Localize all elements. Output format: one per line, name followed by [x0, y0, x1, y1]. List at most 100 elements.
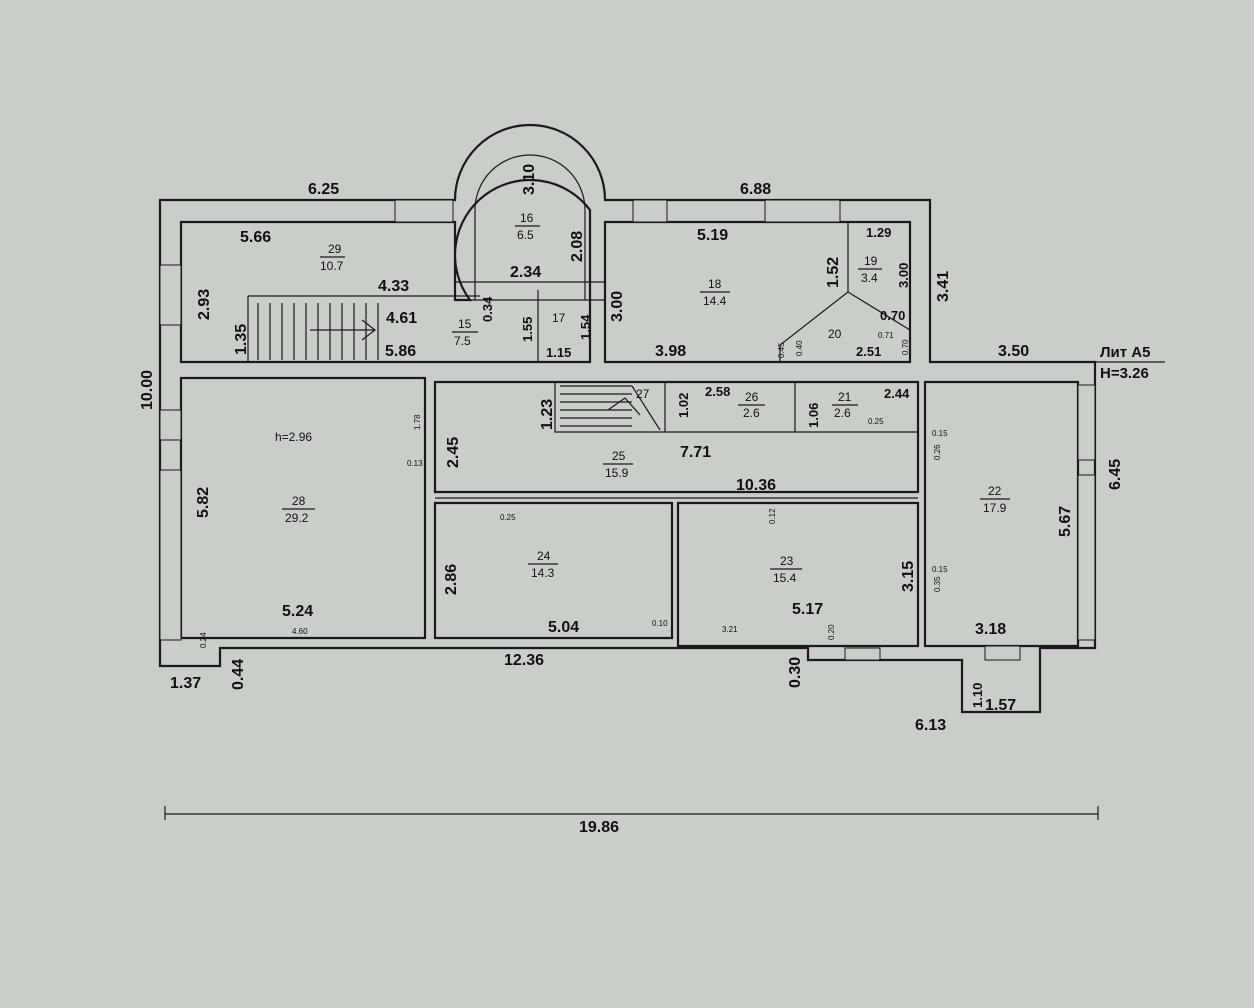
- dim-1-57: 1.57: [985, 697, 1016, 714]
- small-0-13: 0.13: [407, 459, 423, 468]
- ceiling-28: h=2.96: [275, 430, 312, 444]
- dim-3-50: 3.50: [998, 343, 1029, 360]
- dim-2-34: 2.34: [510, 264, 541, 281]
- room-16-num: 16: [520, 211, 534, 225]
- dim-5-66: 5.66: [240, 229, 271, 246]
- dim-1-06: 1.06: [806, 403, 821, 428]
- small-0-25-b: 0.25: [868, 417, 884, 426]
- small-4-60: 4.60: [292, 627, 308, 636]
- dim-4-61: 4.61: [386, 310, 417, 327]
- room-23-num: 23: [780, 554, 794, 568]
- dim-1-10: 1.10: [970, 683, 985, 708]
- vertical-dimension-labels: 3.10 2.08 1.52 3.00 2.93 3.00 3.41 1.35 …: [139, 164, 1124, 708]
- dimension-labels: 6.25 6.88 5.66 5.19 1.29 4.33 2.34 4.61 …: [170, 181, 1029, 734]
- room-28-num: 28: [292, 494, 306, 508]
- dim-6-25: 6.25: [308, 181, 339, 198]
- dim-2-93: 2.93: [196, 289, 213, 320]
- dim-1-37: 1.37: [170, 675, 201, 692]
- room-24-num: 24: [537, 549, 551, 563]
- small-1-78: 1.78: [413, 414, 422, 430]
- room-15-area: 7.5: [454, 334, 471, 348]
- dim-5-24: 5.24: [282, 603, 313, 620]
- dim-2-45: 2.45: [445, 437, 462, 468]
- room-24-area: 14.3: [531, 566, 555, 580]
- small-0-26: 0.26: [933, 444, 942, 460]
- windows: [159, 199, 1096, 661]
- dim-3-98: 3.98: [655, 343, 686, 360]
- dim-1-55: 1.55: [520, 317, 535, 342]
- dim-1-15: 1.15: [546, 345, 571, 360]
- room-25-num: 25: [612, 449, 626, 463]
- dim-6-45: 6.45: [1107, 459, 1124, 490]
- room-18-area: 14.4: [703, 294, 727, 308]
- small-0-71: 0.71: [878, 331, 894, 340]
- dim-0-30: 0.30: [787, 657, 804, 688]
- room-26-num: 26: [745, 390, 759, 404]
- dim-2-86: 2.86: [443, 564, 460, 595]
- overall-width-label: 19.86: [579, 819, 619, 836]
- dim-2-51: 2.51: [856, 344, 881, 359]
- room-28-area: 29.2: [285, 511, 309, 525]
- small-0-40: 0.40: [795, 340, 804, 356]
- small-0-15-b: 0.15: [932, 565, 948, 574]
- height-label: H=3.26: [1100, 365, 1149, 382]
- partitions: [247, 222, 918, 499]
- overall-dimension: 19.86: [164, 806, 1099, 836]
- dim-6-88: 6.88: [740, 181, 771, 198]
- small-0-10: 0.10: [652, 619, 668, 628]
- small-0-35: 0.35: [933, 576, 942, 592]
- dim-7-71: 7.71: [680, 444, 711, 461]
- small-0-45: 0.45: [777, 342, 786, 358]
- small-3-21: 3.21: [722, 625, 738, 634]
- room-29-num: 29: [328, 242, 342, 256]
- dim-1-54: 1.54: [578, 314, 593, 340]
- dim-0-44: 0.44: [230, 659, 247, 690]
- small-0-70: 0.70: [901, 339, 910, 355]
- dim-2-58: 2.58: [705, 384, 730, 399]
- small-0-20: 0.20: [827, 624, 836, 640]
- room-17-num: 17: [552, 311, 566, 325]
- room-27-num: 27: [636, 387, 650, 401]
- dim-5-82: 5.82: [195, 487, 212, 518]
- room-21-num: 21: [838, 390, 852, 404]
- small-0-24: 0.24: [199, 632, 208, 648]
- dim-5-86: 5.86: [385, 343, 416, 360]
- room-15-num: 15: [458, 317, 472, 331]
- dim-5-17: 5.17: [792, 601, 823, 618]
- dim-2-44: 2.44: [884, 386, 910, 401]
- small-0-12: 0.12: [768, 508, 777, 524]
- dim-1-23: 1.23: [539, 399, 556, 430]
- small-annotations: 1.78 0.13 4.60 0.24 0.10 3.21 0.20 0.15 …: [199, 331, 948, 648]
- dim-2-08: 2.08: [569, 231, 586, 262]
- room-29-area: 10.7: [320, 259, 344, 273]
- small-0-15-a: 0.15: [932, 429, 948, 438]
- stairs-lower: [560, 385, 661, 431]
- dim-1-29: 1.29: [866, 225, 891, 240]
- dim-1-52: 1.52: [825, 257, 842, 288]
- room-20-num: 20: [828, 327, 842, 341]
- dim-5-67: 5.67: [1057, 506, 1074, 537]
- dim-5-04: 5.04: [548, 619, 579, 636]
- room-25-area: 15.9: [605, 466, 629, 480]
- dim-3-18: 3.18: [975, 621, 1006, 638]
- room-22-area: 17.9: [983, 501, 1007, 515]
- dim-6-13: 6.13: [915, 717, 946, 734]
- dim-3-00-a: 3.00: [896, 263, 911, 288]
- dim-5-19: 5.19: [697, 227, 728, 244]
- dim-3-10: 3.10: [521, 164, 538, 195]
- room-23-area: 15.4: [773, 571, 797, 585]
- dim-3-00-b: 3.00: [609, 291, 626, 322]
- dim-10-00: 10.00: [139, 370, 156, 410]
- room-labels: 29 10.7 16 6.5 18 14.4 19 3.4 15 7.5 17 …: [275, 211, 1010, 585]
- room-19-num: 19: [864, 254, 878, 268]
- dim-1-35: 1.35: [233, 324, 250, 355]
- dim-10-36: 10.36: [736, 477, 776, 494]
- dim-3-41: 3.41: [935, 271, 952, 302]
- dim-4-33: 4.33: [378, 278, 409, 295]
- small-0-25-a: 0.25: [500, 513, 516, 522]
- stairs-upper: [257, 303, 379, 360]
- dim-0-34: 0.34: [480, 296, 495, 322]
- room-26-area: 2.6: [743, 406, 760, 420]
- room-21-area: 2.6: [834, 406, 851, 420]
